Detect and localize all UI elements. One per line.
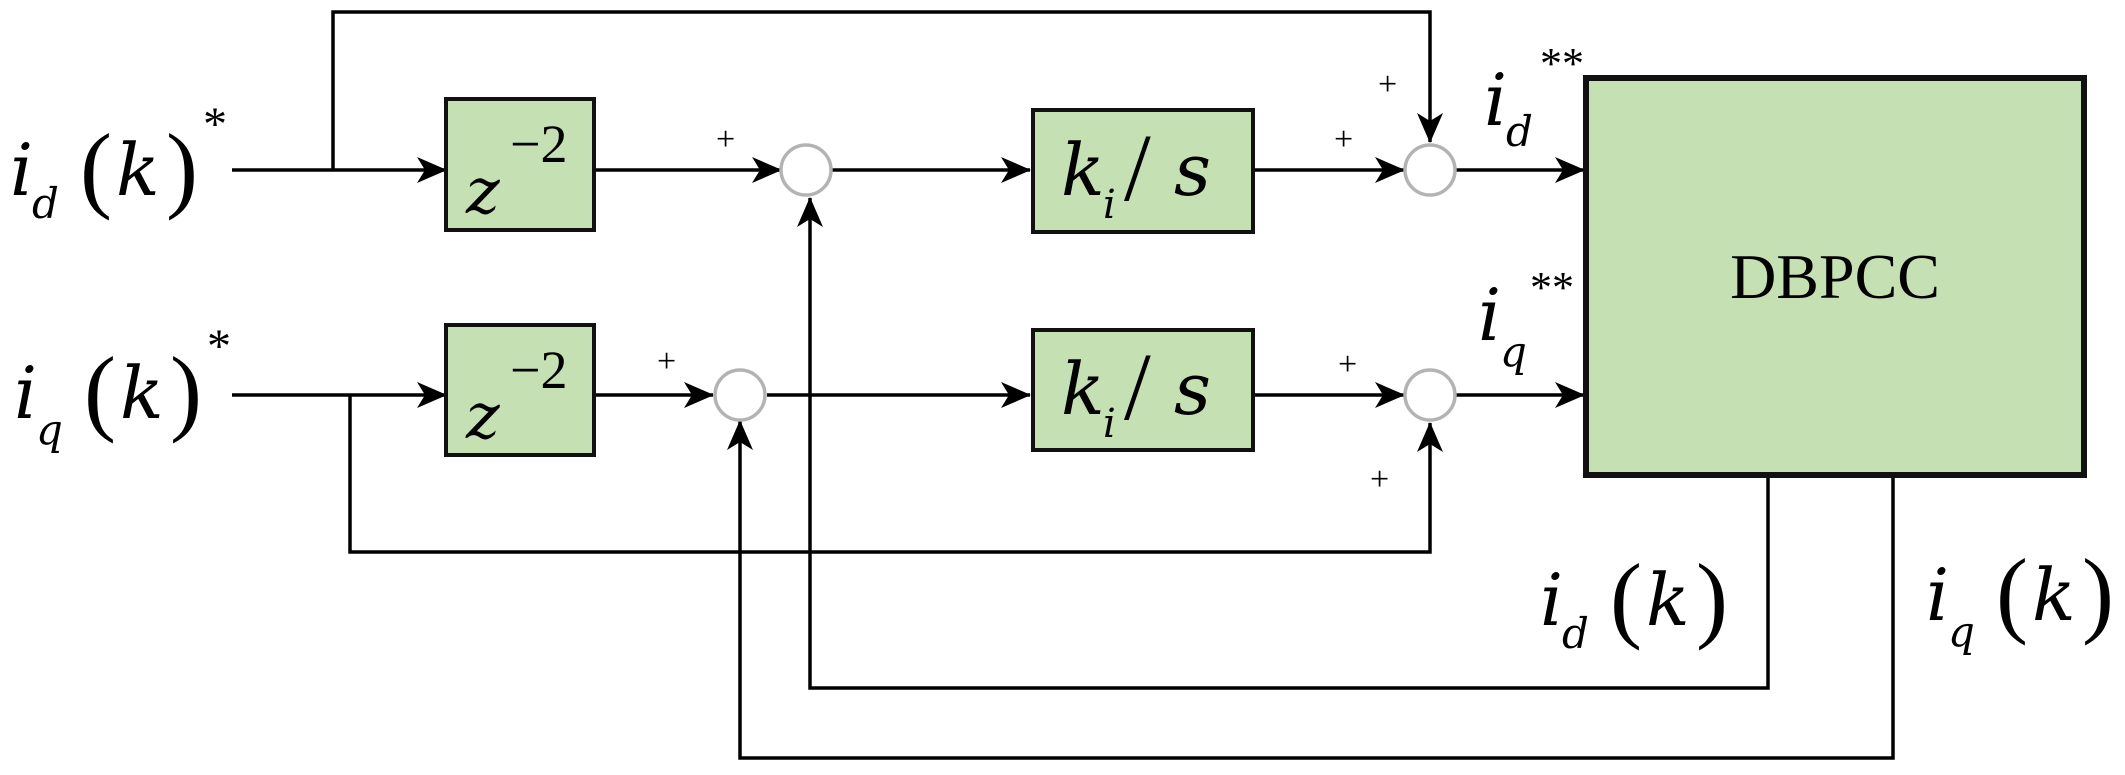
id-ref-sup: *: [203, 98, 227, 151]
iq-ref-rparen: ): [170, 337, 202, 444]
id-fb-arg: k: [1646, 558, 1690, 642]
iq-ref-lparen: (: [84, 337, 116, 444]
iq-fb-lparen: (: [1996, 539, 2028, 646]
iq-fb-var: i: [1926, 553, 1949, 637]
wire-id-feedforward: [331, 10, 1443, 170]
integrator-block-q: k i / s: [1031, 328, 1255, 452]
label-iq-feedback: i q ( k ): [1926, 539, 2114, 656]
sum-junction-d-error: [779, 143, 833, 197]
iq-cmd-var: i: [1478, 273, 1501, 357]
iq-fb-arg: k: [2032, 553, 2076, 637]
label-id-command: i d **: [1484, 39, 1584, 156]
id-ref-lparen: (: [80, 114, 112, 221]
id-ref-rparen: ): [166, 114, 198, 221]
delay-q-exp: −2: [510, 340, 567, 400]
id-ref-sub: d: [32, 179, 59, 228]
delay-q-base: z: [465, 380, 501, 454]
integrator-q-gain-sub: i: [1103, 401, 1116, 447]
id-cmd-sub: d: [1506, 107, 1533, 156]
wire-id-feedback: [797, 197, 1770, 690]
id-fb-sub: d: [1562, 609, 1589, 658]
iq-ref-var: i: [14, 351, 37, 435]
delay-d-base: z: [465, 155, 501, 229]
id-fb-var: i: [1540, 558, 1563, 642]
id-ref-var: i: [10, 128, 33, 212]
sign-plus-sum2: +: [657, 343, 676, 380]
integrator-d-gain: k: [1061, 128, 1105, 212]
sign-plus-sum4-bottom: +: [1370, 461, 1389, 498]
input-label-id-ref: i d ( k ) *: [10, 98, 227, 228]
id-cmd-var: i: [1484, 58, 1507, 142]
wire-iq-feedback: [727, 420, 1895, 760]
label-iq-command: i q **: [1478, 263, 1574, 376]
delay-block-d: z −2: [444, 97, 596, 232]
id-fb-rparen: ): [1696, 544, 1728, 651]
sign-plus-sum4-left: +: [1338, 346, 1357, 383]
sign-plus-sum1: +: [716, 121, 735, 158]
sum-junction-q-error: [713, 368, 767, 422]
delay-d-exp: −2: [510, 114, 567, 174]
signal-wires: [232, 10, 1895, 760]
label-id-feedback: i d ( k ): [1540, 544, 1728, 658]
iq-ref-sub: q: [36, 405, 63, 454]
id-fb-lparen: (: [1610, 544, 1642, 651]
sum-junction-q-output: [1403, 368, 1457, 422]
wire-iq-feedforward: [348, 395, 1443, 554]
integrator-d-gain-sub: i: [1103, 182, 1116, 228]
id-ref-arg: k: [116, 128, 160, 212]
integrator-d-slash: /: [1124, 114, 1151, 221]
sign-plus-sum3-top: +: [1378, 66, 1397, 103]
input-label-iq-ref: i q ( k ) *: [14, 320, 231, 454]
dbpcc-label: DBPCC: [1730, 241, 1940, 312]
delay-block-q: z −2: [444, 323, 596, 457]
sign-plus-sum3-left: +: [1334, 121, 1353, 158]
iq-cmd-sup: **: [1530, 263, 1574, 312]
integrator-block-d: k i / s: [1031, 108, 1255, 234]
iq-ref-arg: k: [120, 351, 164, 435]
integrator-q-den: s: [1174, 347, 1211, 431]
integrator-d-den: s: [1174, 128, 1211, 212]
integrator-q-slash: /: [1124, 333, 1151, 440]
iq-cmd-sub: q: [1500, 327, 1527, 376]
iq-ref-sup: *: [207, 320, 231, 373]
dbpcc-block: DBPCC: [1583, 75, 2087, 478]
id-cmd-sup: **: [1540, 39, 1584, 88]
iq-fb-sub: q: [1948, 607, 1975, 656]
sum-junction-d-output: [1403, 143, 1457, 197]
iq-fb-rparen: ): [2082, 539, 2114, 646]
integrator-q-gain: k: [1061, 347, 1105, 431]
